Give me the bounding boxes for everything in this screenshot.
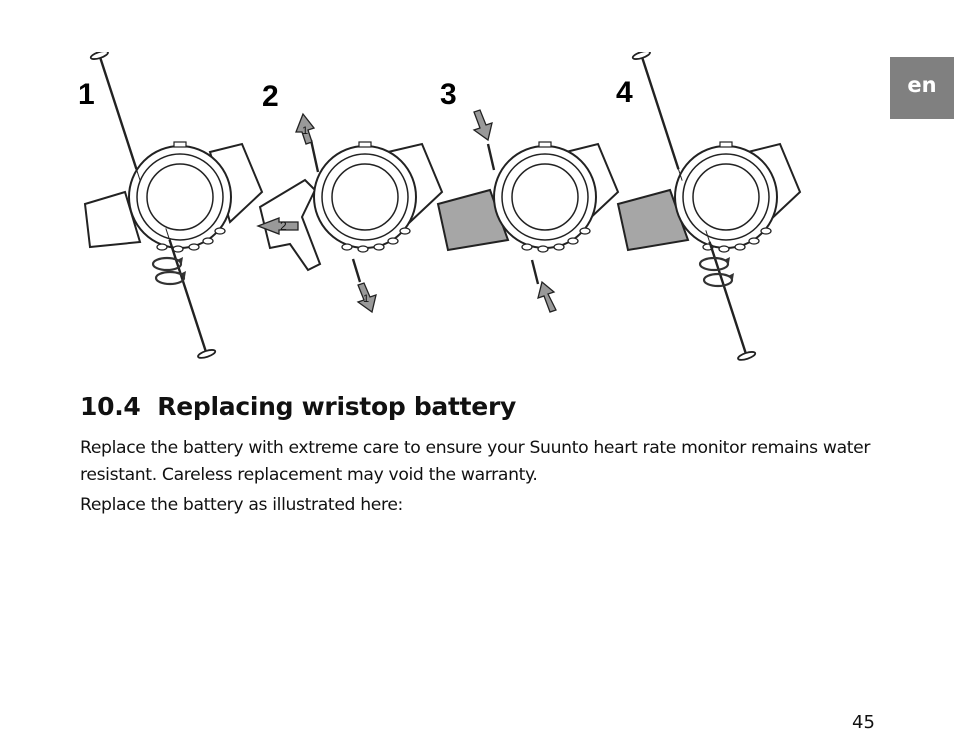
step-4-number: 4 <box>616 76 633 109</box>
battery-replacement-illustration: 1 2 3 4 <box>70 52 830 372</box>
step-2-illustration: 1 2 1 <box>256 112 444 314</box>
arrow-icon <box>295 112 316 145</box>
step-4-illustration <box>616 52 802 363</box>
step-3-number: 3 <box>440 78 457 111</box>
arrow-icon <box>472 109 493 142</box>
rotate-icon <box>698 255 732 272</box>
rotate-icon <box>702 271 736 288</box>
step-1-illustration <box>83 52 264 361</box>
illustration-svg: 1 2 1 <box>83 52 802 363</box>
step-3-illustration <box>436 109 620 313</box>
pin-tool-icon <box>88 52 150 185</box>
page-number: 45 <box>852 712 875 733</box>
arrow-label-2: 2 <box>280 219 287 233</box>
step-2-number: 2 <box>262 80 279 113</box>
intro-paragraph: Replace the battery with extreme care to… <box>80 438 871 485</box>
arrow-label-1-lower: 1 <box>363 293 369 305</box>
section-heading: 10.4 Replacing wristop battery <box>80 392 516 421</box>
pin-tool-icon <box>630 52 692 185</box>
language-tab: en <box>890 57 954 119</box>
arrow-icon <box>537 280 557 313</box>
step-1-number: 1 <box>78 78 95 111</box>
arrow-icon <box>356 282 377 314</box>
instruction-paragraph: Replace the battery as illustrated here: <box>80 495 403 515</box>
arrow-label-1: 1 <box>302 125 308 137</box>
arrow-icon <box>256 217 299 235</box>
